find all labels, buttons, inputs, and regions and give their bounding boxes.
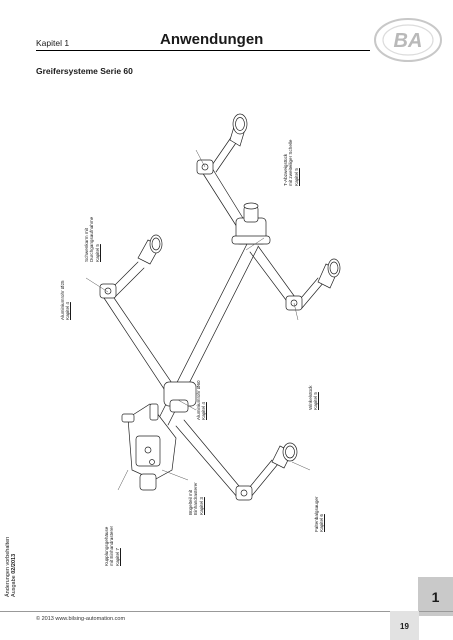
page-title: Anwendungen <box>160 31 264 48</box>
clamp-lower <box>235 485 253 501</box>
branch-tube-lower-right <box>175 419 245 499</box>
chapter-link[interactable]: Kapitel 6 <box>319 514 325 532</box>
page-number-box <box>390 611 419 640</box>
suction-cup-2 <box>229 113 248 147</box>
chapter-label: Kapitel 1 <box>36 38 70 48</box>
chapter-link[interactable]: Kapitel 4 <box>65 302 71 320</box>
chapter-link[interactable]: Kapitel 5 <box>94 244 100 262</box>
chapter-link[interactable]: Kapitel 5 <box>313 392 319 410</box>
quick-coupler <box>121 403 177 491</box>
copyright-text: © 2013 www.bilsing-automation.com <box>36 616 126 622</box>
clamp-upper-left <box>99 283 117 299</box>
suction-cup-4 <box>271 442 298 469</box>
suction-cup-3 <box>317 258 341 289</box>
page-number: 19 <box>400 622 409 631</box>
chapter-link[interactable]: Kapitel 5 <box>293 168 299 186</box>
edition-note: Änderungen vorbehalten Ausgabe 02/2013 <box>5 536 18 597</box>
company-logo: BA <box>374 18 442 62</box>
suction-cup-1 <box>137 234 163 265</box>
header-rule <box>36 50 370 51</box>
chapter-tab[interactable]: 1 <box>418 577 453 616</box>
tee-piece <box>231 202 271 245</box>
crossbar-tube <box>201 167 301 309</box>
branch-tube-upper-left <box>103 291 179 399</box>
chapter-link[interactable]: Kapitel 3 <box>198 497 204 515</box>
footer-rule <box>0 611 453 612</box>
chapter-link[interactable]: Kapitel 7 <box>114 548 120 566</box>
arm-upper-right <box>209 135 239 173</box>
section-subtitle: Greifersysteme Serie 60 <box>36 66 133 76</box>
chapter-link[interactable]: Kapitel 4 <box>201 402 207 420</box>
logo-text: BA <box>394 30 423 52</box>
